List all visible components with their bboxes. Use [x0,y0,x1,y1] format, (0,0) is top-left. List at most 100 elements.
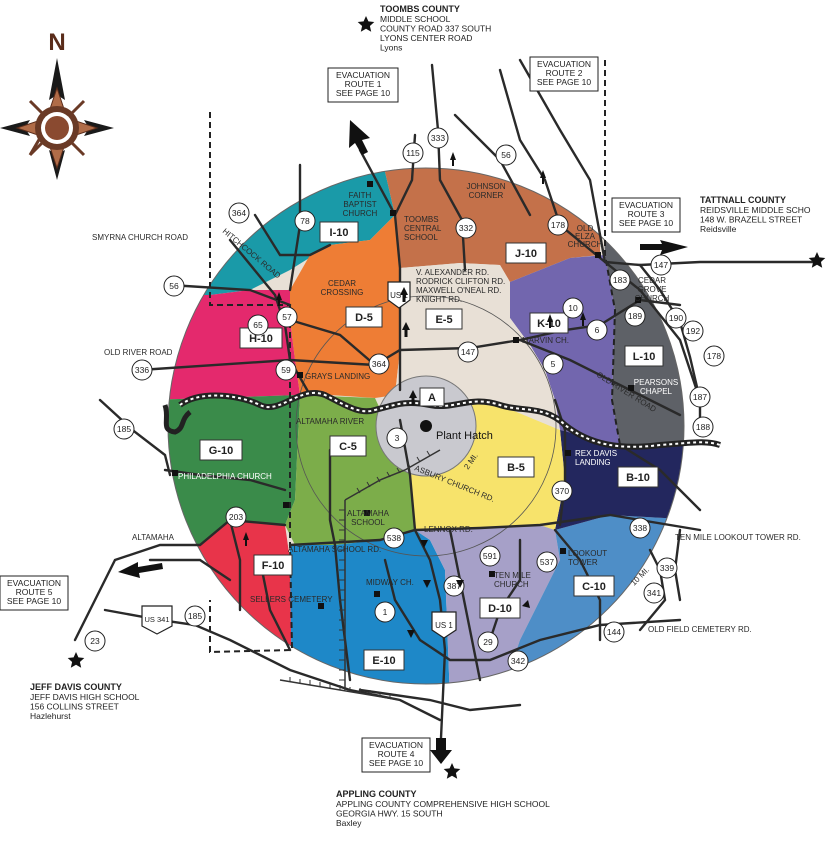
highway-circle [84,630,106,652]
ten-mile-lookout-road-label: TEN MILE LOOKOUT TOWER RD. [675,533,801,542]
highway-number: 338 [633,523,647,533]
highway-marker: 65 [247,314,269,336]
svg-text:APPLING COUNTY COMPREHENSIVE H: APPLING COUNTY COMPREHENSIVE HIGH SCHOOL… [336,799,550,828]
appling-star-icon [443,763,461,779]
marvin-church-label: MARVIN CH. [522,336,569,345]
highway-circle [547,214,569,236]
highway-marker: 5 [542,353,564,375]
highway-circle [562,297,584,319]
highway-circle [629,517,651,539]
highway-number: 59 [281,365,291,375]
highway-number: 341 [647,588,661,598]
us1-north-label: US 1 [390,291,408,300]
highway-number: 56 [169,281,179,291]
highway-marker: 187 [689,386,711,408]
route4-line3: SEE PAGE 10 [369,758,423,768]
toombs-line3: LYONS CENTER ROAD [380,33,472,43]
zone-labels: I-10 J-10 D-5 E-5 K-10 L-10 H-10 G-10 C-… [199,221,664,671]
highway-number: 23 [90,636,100,646]
highway-number: 339 [660,563,674,573]
highway-marker: 57 [276,306,298,328]
highway-marker: 370 [551,480,573,502]
highway-number: 147 [461,347,475,357]
highway-marker: 3 [386,427,408,449]
highway-circle [163,275,185,297]
highway-circle [131,359,153,381]
highway-number: 333 [431,133,445,143]
pearsons-line2: CHAPEL [640,387,673,396]
appling-line2: GEORGIA HWY. 15 SOUTH [336,809,443,819]
highway-circle [247,314,269,336]
highway-number: 183 [613,275,627,285]
zone-d5-area [290,215,400,398]
toombs-central-line1: TOOMBS [404,215,439,224]
highway-number: 78 [300,216,310,226]
highway-circle [402,142,424,164]
old-field-cemetery-road-label: OLD FIELD CEMETERY RD. [648,625,752,634]
route4-line2: ROUTE 4 [378,749,415,759]
highway-marker: 147 [457,341,479,363]
old-elza-line2: ELZA [575,232,596,241]
landmarks [172,181,641,609]
zone-label-l10: L-10 [633,351,656,363]
plant-hatch-label: Plant Hatch [436,430,493,442]
highway-circle [624,305,646,327]
highway-number: 192 [686,326,700,336]
cedar-crossing-line1: CEDAR [328,279,356,288]
highway-marker: 115 [402,142,424,164]
philadelphia-church-label: PHILADELPHIA CHURCH [178,472,272,481]
zone-label-b5: B-5 [507,462,525,474]
highway-number: 342 [511,656,525,666]
highway-number: 370 [555,486,569,496]
cedar-grove-line2: GROVE [638,285,667,294]
route2-line1: EVACUATION [537,59,591,69]
toombs-line4: Lyons [380,43,402,53]
highway-marker: 78 [294,210,316,232]
zone-label-f10: F-10 [262,560,285,572]
highway-marker: 59 [275,359,297,381]
lookout-tower-line1: LOOKOUT [568,549,607,558]
highway-circle [507,650,529,672]
highway-marker: 185 [113,418,135,440]
highway-circle [184,605,206,627]
toombs-central-line2: CENTRAL [404,224,442,233]
highway-circle [368,353,390,375]
highway-marker: 192 [682,320,704,342]
highway-marker: 538 [383,527,405,549]
zone-label-d5: D-5 [355,312,373,324]
zone-e10-area [290,530,450,684]
jeff-davis-star-icon [67,652,85,668]
highway-number: 203 [229,512,243,522]
faith-baptist-line1: FAITH [349,191,372,200]
lennox-road-label: LENNOX RD. [424,525,473,534]
compass-rose-icon: N [0,29,114,180]
tattnall-line2: 148 W. BRAZELL STREET [700,215,802,225]
route2-line3: SEE PAGE 10 [537,77,591,87]
highway-marker: 6 [586,319,608,341]
highway-circle [542,353,564,375]
highway-circle [650,254,672,276]
plant-hatch-marker [420,420,432,432]
old-elza-line1: OLD [577,224,594,233]
highway-circle [536,551,558,573]
altamaha-river-label: ALTAMAHA RIVER [296,417,364,426]
highway-circle [113,418,135,440]
highway-marker: 591 [479,545,501,567]
jeff-davis-line2: 156 COLLINS STREET [30,702,119,712]
highway-number: 364 [372,359,386,369]
zone-label-g10: G-10 [209,445,233,457]
highway-number: 187 [693,392,707,402]
highway-marker: 537 [536,551,558,573]
old-river-road-west-label: OLD RIVER ROAD [104,348,173,357]
